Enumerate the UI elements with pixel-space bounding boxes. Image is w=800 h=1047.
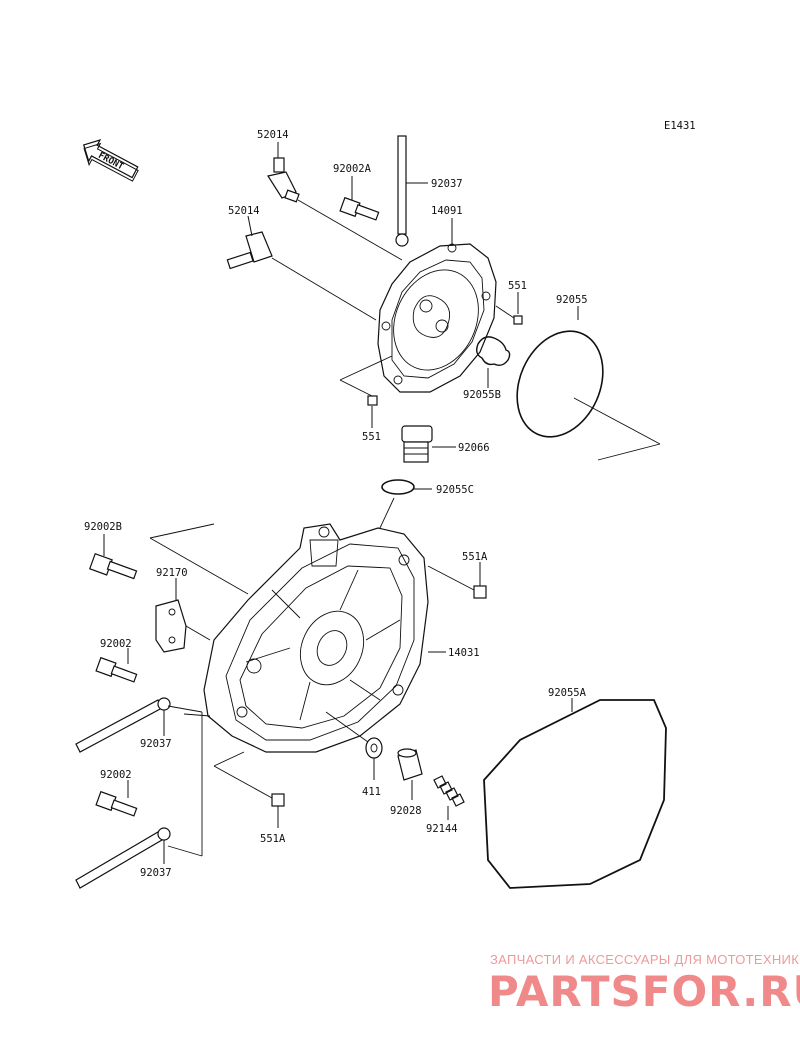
- o-ring-92055: [516, 330, 604, 438]
- part-label-92055c: 92055C: [436, 484, 474, 496]
- part-label-551-left: 551: [362, 431, 381, 443]
- part-label-52014-b: 52014: [228, 205, 260, 217]
- part-label-52014-a: 52014: [257, 129, 289, 141]
- long-bolt-92037-top: [395, 135, 409, 247]
- watermark-logo: PARTSFOR.RU: [488, 967, 800, 1016]
- part-label-92002-a: 92002: [100, 638, 132, 650]
- part-label-551a-bottom: 551A: [260, 833, 286, 845]
- part-label-92066: 92066: [458, 442, 490, 454]
- part-label-92037-top: 92037: [431, 178, 463, 190]
- part-label-92002a: 92002A: [333, 163, 372, 175]
- bushing-92028: [397, 748, 423, 781]
- diagram-code: E1431: [664, 120, 696, 132]
- part-label-92144: 92144: [426, 823, 458, 835]
- gasket-92055b: [475, 336, 511, 367]
- fitting-52014-lower: [226, 231, 273, 270]
- bolt-92002-upper: [95, 656, 138, 683]
- plug-92066: [401, 425, 433, 463]
- bolt-92002-lower: [95, 790, 138, 817]
- long-bolt-92037-middle: [75, 697, 171, 753]
- part-label-551a-top: 551A: [462, 551, 488, 563]
- dowel-551-right: [513, 315, 523, 325]
- o-ring-92055c: [381, 479, 415, 495]
- pump-cover-14091: [377, 243, 497, 393]
- gasket-92055a: [483, 699, 667, 889]
- clutch-cover-14031: [203, 523, 429, 753]
- part-label-14091: 14091: [431, 205, 463, 217]
- washer-411: [365, 737, 383, 759]
- part-label-92055a: 92055A: [548, 687, 587, 699]
- part-label-92028: 92028: [390, 805, 422, 817]
- bracket-92170: [155, 599, 187, 653]
- part-label-92002b: 92002B: [84, 521, 122, 533]
- part-label-551-right: 551: [508, 280, 527, 292]
- part-label-92037-mid: 92037: [140, 738, 172, 750]
- part-label-92037-bottom: 92037: [140, 867, 172, 879]
- front-direction-arrow: FRONT: [82, 139, 139, 182]
- part-label-92002-b: 92002: [100, 769, 132, 781]
- watermark-tagline: ЗАПЧАСТИ И АКСЕССУАРЫ ДЛЯ МОТОТЕХНИКИ: [490, 952, 800, 967]
- part-label-92170: 92170: [156, 567, 188, 579]
- dowel-551-left: [367, 395, 378, 406]
- part-label-92055: 92055: [556, 294, 588, 306]
- bolt-92002a: [339, 196, 380, 221]
- part-label-92055b: 92055B: [463, 389, 501, 401]
- part-label-14031: 14031: [448, 647, 480, 659]
- fitting-52014-upper: [267, 157, 300, 203]
- long-bolt-92037-bottom: [75, 827, 171, 889]
- bolt-92002b: [88, 552, 138, 580]
- dowel-551a-bottom: [271, 793, 285, 807]
- dowel-551a-top: [473, 585, 487, 599]
- part-label-411: 411: [362, 786, 381, 798]
- spring-92144: [433, 775, 465, 807]
